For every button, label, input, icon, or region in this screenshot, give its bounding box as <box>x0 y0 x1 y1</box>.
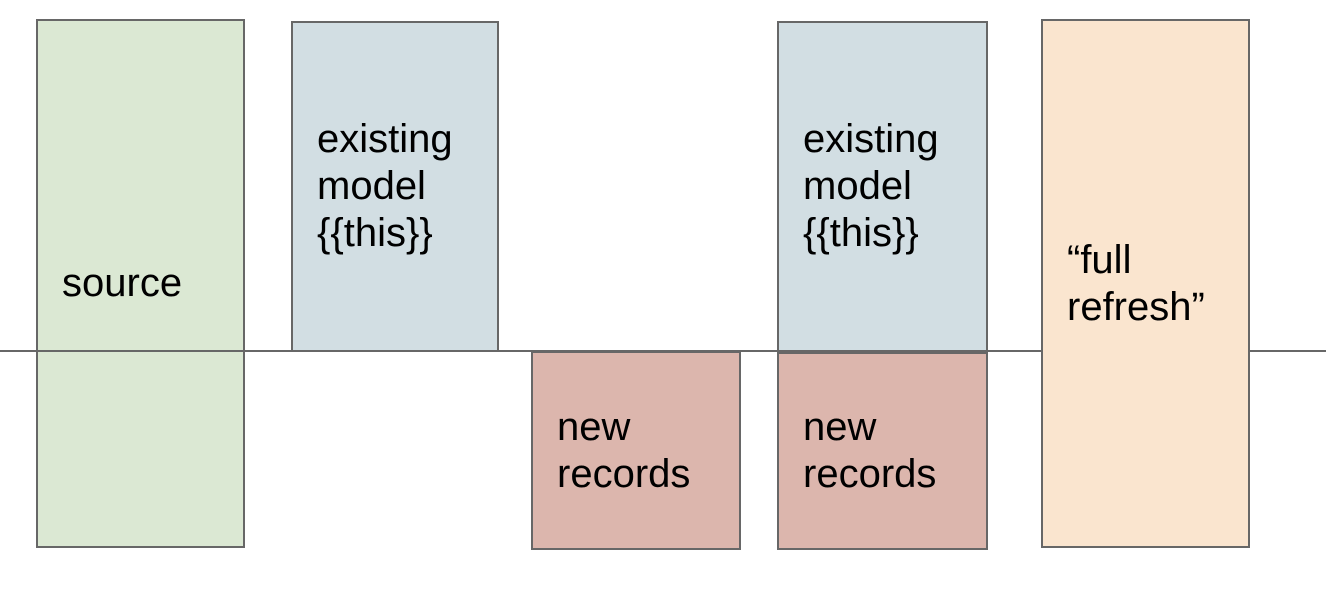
box-source-label: source <box>62 261 183 305</box>
box-new-records-left: new records <box>531 351 741 550</box>
box-full-refresh: “full refresh” <box>1041 19 1250 548</box>
box-full-refresh-label: “full refresh” <box>1067 237 1205 329</box>
box-existing-model-right: existing model {{this}} <box>777 21 988 352</box>
box-new-records-right-label: new records <box>803 405 937 496</box>
box-existing-model-left: existing model {{this}} <box>291 21 499 352</box>
box-source: source <box>36 19 245 548</box>
box-new-records-left-label: new records <box>557 404 691 496</box>
box-existing-model-left-label: existing model {{this}} <box>317 117 453 255</box>
box-new-records-right: new records <box>777 352 988 550</box>
box-existing-model-right-label: existing model {{this}} <box>803 117 939 255</box>
